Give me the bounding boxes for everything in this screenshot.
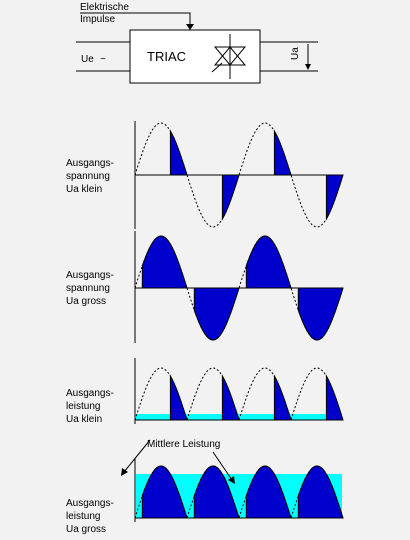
impulse-arrow-line <box>80 12 191 26</box>
panel1-conduction-segment <box>221 174 240 221</box>
panel3-label-line3: Ua klein <box>66 414 102 425</box>
panel1-label-line2: spannung <box>66 171 110 182</box>
triac-label: TRIAC <box>147 49 186 64</box>
panel2-conduction-segment <box>297 287 344 341</box>
panel3-average-power-band <box>136 414 342 420</box>
panel2-label-line1: Ausgangs- <box>66 270 114 281</box>
panel3-power-segment <box>273 374 292 421</box>
panel4-power-segment <box>245 465 292 519</box>
average-power-annotation: Mittlere Leistung <box>121 439 235 484</box>
average-power-label: Mittlere Leistung <box>147 439 220 450</box>
annotation-arrow-left <box>123 439 151 473</box>
impulse-arrowhead <box>186 24 194 30</box>
panel3-label-line1: Ausgangs- <box>66 388 114 399</box>
annotation-arrowhead-left <box>121 468 128 476</box>
input-label: Ue <box>81 54 94 65</box>
panel2-label-line2: spannung <box>66 283 110 294</box>
impulse-label-line2: Impulse <box>80 14 115 25</box>
panel3-power-dashed <box>134 367 343 422</box>
impulse-label-line1: Elektrische <box>80 2 129 13</box>
panel1-conduction-segment <box>169 129 188 176</box>
triac-symbol-icon <box>211 34 247 79</box>
panel4-power-segment <box>141 465 188 519</box>
output-label: Ua <box>290 47 301 60</box>
panel4-label-line3: Ua gross <box>66 524 106 535</box>
panel3-power-segment <box>325 374 344 421</box>
block-diagram: Elektrische Impulse Ue ~ TRIAC Ua <box>76 2 318 84</box>
panel3-label-line2: leistung <box>66 401 100 412</box>
annotation-arrowhead-right <box>228 476 235 484</box>
panel2-conduction-segment <box>245 235 292 289</box>
waveform-panels <box>134 121 344 522</box>
panel4-power-segment <box>193 465 240 519</box>
panel4-label-line2: leistung <box>66 511 100 522</box>
panel4-label-line1: Ausgangs- <box>66 498 114 509</box>
panel1-label-line3: Ua klein <box>66 184 102 195</box>
panel1-label-line1: Ausgangs- <box>66 158 114 169</box>
panel2-conduction-segment <box>193 287 240 341</box>
annotation-arrow-right <box>212 451 233 481</box>
panel2-label-line3: Ua gross <box>66 296 106 307</box>
panel1-conduction-segment <box>325 174 344 221</box>
panel-labels: Ausgangs- spannung Ua klein Ausgangs- sp… <box>66 158 114 535</box>
panel2-conduction-segment <box>141 235 188 289</box>
input-tilde: ~ <box>100 54 106 65</box>
panel3-power-segment <box>221 374 240 421</box>
panel4-power-segment <box>297 465 344 519</box>
output-arrowhead <box>305 64 311 70</box>
panel3-power-segment <box>169 374 188 421</box>
panel1-conduction-segment <box>273 129 292 176</box>
